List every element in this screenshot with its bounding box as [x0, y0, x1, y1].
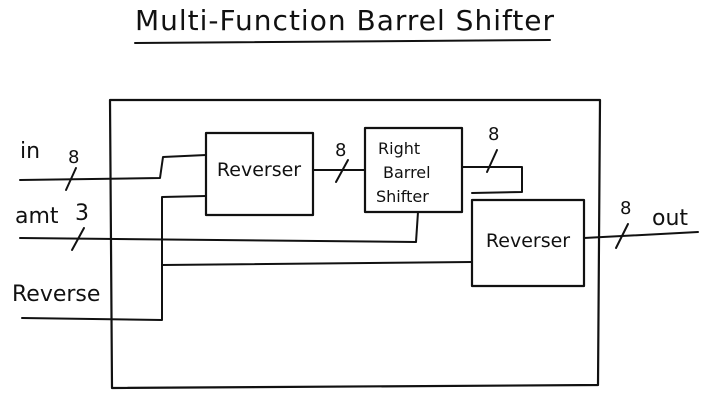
wire-reverse-to-reverser-2: [161, 261, 473, 266]
input-reverse-label: Reverse: [12, 282, 100, 307]
output-out-width: 8: [620, 198, 631, 219]
input-amt-label: amt: [15, 204, 59, 229]
bus-slash-reverser-to-shifter: [335, 159, 349, 183]
wire-amt-to-shifter: [19, 211, 419, 243]
shifter-label-line2: Barrel: [383, 163, 431, 182]
title-underline: [134, 39, 551, 44]
bus-width-reverser-to-shifter: 8: [335, 140, 346, 161]
shifter-label-line3: Shifter: [376, 187, 429, 206]
bus-slash-out: [615, 223, 629, 249]
outer-module-box: [108, 98, 602, 390]
wire-in-to-reverser-1: [19, 154, 207, 181]
bus-slash-in: [65, 167, 77, 191]
input-in-width: 8: [68, 147, 79, 168]
reverser-block-2: [470, 198, 586, 288]
diagram-title: Multi-Function Barrel Shifter: [135, 4, 555, 37]
input-amt-width: 3: [75, 201, 89, 226]
reverser-1-label: Reverser: [217, 159, 301, 181]
reverser-2-label: Reverser: [486, 230, 570, 252]
input-in-label: in: [20, 139, 40, 164]
bus-width-shifter-output: 8: [488, 124, 499, 145]
wire-shifter-to-reverser-2: [461, 166, 523, 194]
wire-reverse-to-reverser-1: [21, 195, 207, 321]
shifter-label-line1: Right: [378, 139, 420, 158]
wire-reverser-2-to-out: [583, 231, 699, 239]
bus-slash-shifter-output: [486, 149, 498, 173]
reverser-block-1: [204, 131, 315, 217]
bus-slash-amt: [71, 227, 85, 251]
output-out-label: out: [652, 206, 688, 231]
